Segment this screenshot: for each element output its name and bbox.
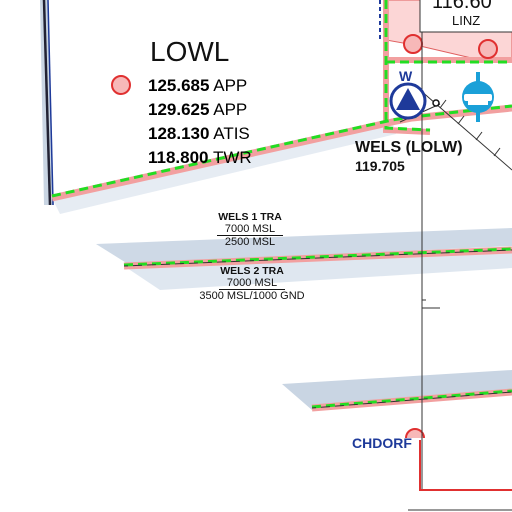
tra1-lower-limit: 2500 MSL — [224, 236, 276, 248]
boundary-left-dark — [42, 0, 52, 206]
frequency-service: APP — [213, 76, 248, 95]
tra1-upper-limit: 7000 MSL — [216, 223, 284, 236]
frequency-row: 129.625 APP — [148, 100, 247, 120]
frequency-row: 125.685 APP — [148, 76, 247, 96]
navaid-dot-icon — [432, 99, 440, 107]
frequency-row: 118.800 TWR — [148, 148, 252, 168]
navaid-name: LINZ — [452, 13, 481, 28]
aerodrome-name: LOWL — [150, 36, 230, 67]
reporting-point-ctr-1 — [403, 34, 423, 54]
airspace-line-tra-dark — [123, 249, 512, 267]
red-boundary-bottom — [419, 440, 512, 491]
shade-band-tra2 — [124, 250, 512, 290]
place-name: CHDORF — [352, 435, 412, 451]
navaid-frequency: 116.60 — [432, 0, 492, 13]
frequency-service: ATIS — [213, 124, 250, 143]
frequency-value: 128.130 — [148, 124, 210, 143]
airfield-marker-letter: W — [399, 68, 413, 84]
airspace-line-tra — [123, 247, 512, 267]
reporting-point-legend — [111, 75, 131, 95]
frequency-value: 118.800 — [148, 148, 209, 167]
airspace-line-south — [311, 389, 512, 409]
tra1-label: WELS 1 TRA 7000 MSL 2500 MSL — [190, 211, 310, 248]
shade-band-south — [282, 370, 512, 410]
tra2-upper-limit: 7000 MSL — [218, 277, 286, 290]
tra1-title: WELS 1 TRA — [218, 211, 282, 223]
reporting-point-south — [405, 428, 425, 439]
frequency-value: 125.685 — [148, 76, 210, 95]
reporting-point-ctr-2 — [478, 39, 498, 59]
shade-band-tra1 — [96, 228, 512, 264]
frequency-service: APP — [213, 100, 248, 119]
frequency-value: 129.625 — [148, 100, 210, 119]
navaid-box — [419, 0, 512, 33]
tra2-lower-limit: 3500 MSL/1000 GND — [199, 290, 305, 302]
approach-ticks — [439, 99, 501, 157]
airspace-line-south-dark — [311, 391, 512, 409]
tra2-label: WELS 2 TRA 7000 MSL 3500 MSL/1000 GND — [172, 265, 332, 302]
boundary-left-blue — [47, 0, 54, 206]
airfield-name: WELS (LOLW) — [355, 139, 463, 156]
heliport-icon — [462, 72, 494, 122]
airfield-symbol-icon — [389, 82, 427, 120]
airspace-line-ctr — [384, 0, 431, 132]
airfield-frequency: 119.705 — [355, 158, 405, 174]
frequency-row: 128.130 ATIS — [148, 124, 250, 144]
frequency-service: TWR — [212, 148, 252, 167]
tra2-title: WELS 2 TRA — [220, 265, 284, 277]
